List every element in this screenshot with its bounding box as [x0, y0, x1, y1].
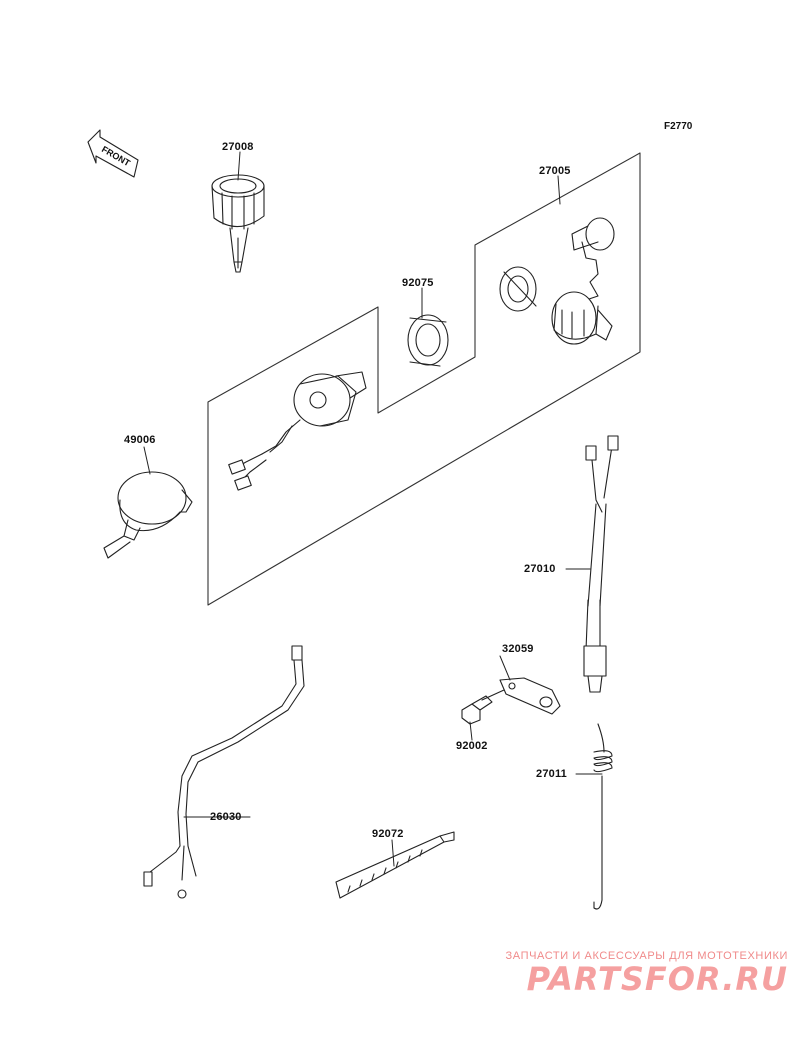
knob-27008-drawing — [211, 174, 265, 273]
leader-lines — [143, 151, 603, 867]
bolt-92002-drawing — [461, 695, 493, 725]
wire-26030-drawing — [143, 645, 305, 899]
watermark-logo[interactable]: PARTSFOR.RU — [526, 960, 788, 998]
watermark-tagline: ЗАПЧАСТИ И АКСЕССУАРЫ ДЛЯ МОТОТЕХНИКИ — [505, 950, 788, 962]
bracket-32059-drawing — [481, 677, 561, 715]
diagram-code: F2770 — [664, 121, 693, 132]
part-number-49006[interactable]: 49006 — [124, 434, 156, 446]
part-number-27011[interactable]: 27011 — [536, 768, 567, 780]
part-number-27008[interactable]: 27008 — [222, 141, 254, 153]
kit-outline — [207, 152, 641, 606]
part-number-92002[interactable]: 92002 — [456, 740, 488, 752]
part-number-92075[interactable]: 92075 — [402, 277, 434, 289]
cap-49006-drawing — [103, 471, 193, 559]
part-number-92072[interactable]: 92072 — [372, 828, 404, 840]
front-arrow-icon: FRONT — [87, 129, 139, 178]
part-number-27010[interactable]: 27010 — [524, 563, 556, 575]
kit-27005-drawing — [499, 217, 615, 345]
spring-27011-drawing — [593, 723, 613, 910]
watermark: ЗАПЧАСТИ И АКСЕССУАРЫ ДЛЯ МОТОТЕХНИКИ PA… — [506, 950, 788, 998]
switch-body-drawing — [228, 371, 367, 491]
ring-92075-drawing — [407, 314, 449, 367]
part-number-27005[interactable]: 27005 — [539, 165, 571, 177]
part-number-32059[interactable]: 32059 — [502, 643, 534, 655]
part-number-26030[interactable]: 26030 — [210, 811, 242, 823]
band-92072-drawing — [335, 831, 455, 899]
harness-27010-drawing — [583, 435, 619, 693]
